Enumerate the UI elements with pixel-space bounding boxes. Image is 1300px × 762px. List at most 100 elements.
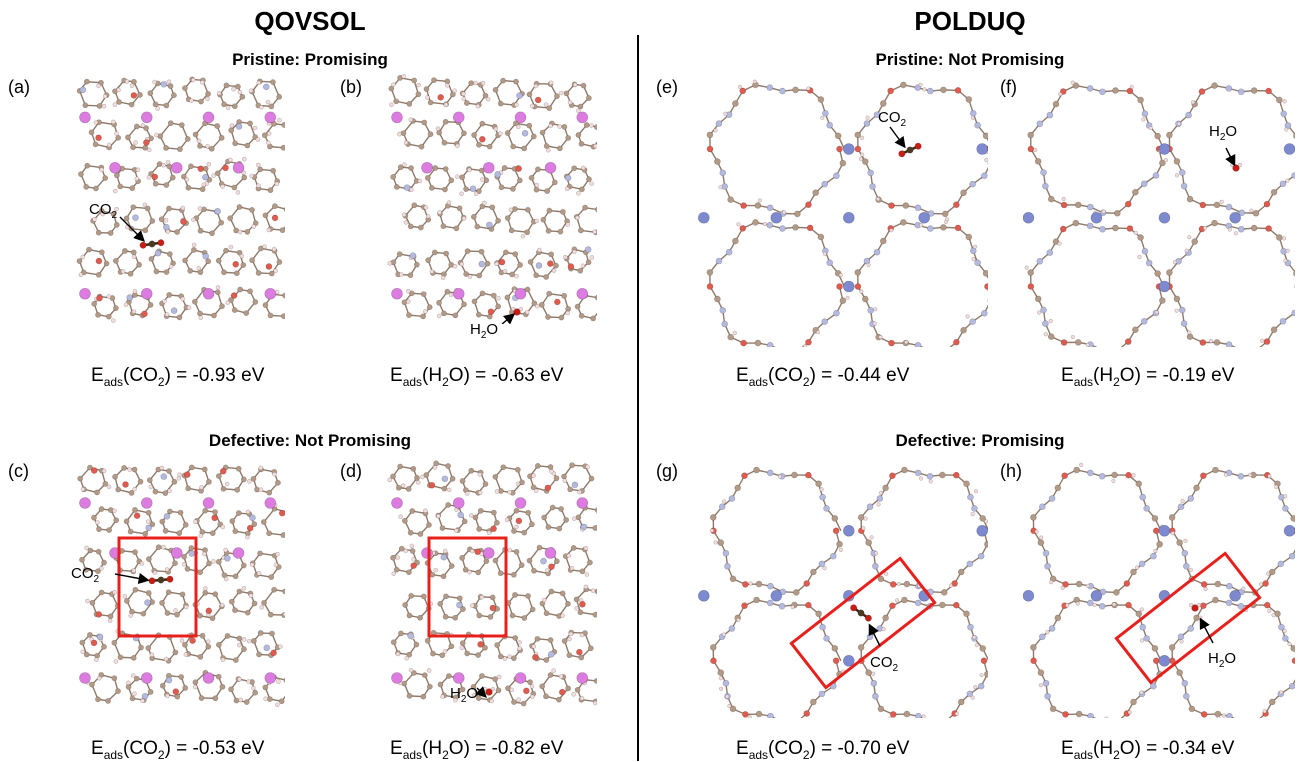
hydrogen-atom [487, 531, 491, 535]
carbon-atom [1050, 706, 1056, 712]
carbon-atom [581, 83, 586, 88]
adsorbate-hydrogen [1197, 603, 1201, 607]
hydrogen-atom [424, 205, 428, 209]
carbon-atom [549, 589, 554, 594]
hydrogen-atom [859, 157, 863, 161]
carbon-atom [441, 311, 446, 316]
hydrogen-atom [132, 310, 136, 314]
nitrogen-atom [1049, 626, 1055, 632]
nitrogen-atom [1099, 89, 1105, 95]
hydrogen-atom [143, 203, 147, 207]
carbon-atom [233, 529, 238, 534]
hydrogen-atom [1283, 100, 1287, 104]
hydrogen-atom [267, 228, 271, 232]
carbon-atom [96, 549, 101, 554]
oxygen-atom [96, 258, 102, 264]
hydrogen-atom [423, 309, 427, 313]
nitrogen-atom [830, 553, 836, 559]
carbon-atom [419, 144, 424, 149]
carbon-atom [406, 486, 411, 491]
hydrogen-atom [275, 182, 279, 186]
oxygen-atom [271, 650, 277, 656]
hydrogen-atom [1204, 587, 1208, 591]
nitrogen-atom [726, 249, 732, 255]
carbon-atom [900, 82, 906, 88]
carbon-atom [544, 274, 549, 279]
carbon-atom [237, 636, 242, 641]
carbon-atom [866, 540, 872, 546]
hydrogen-atom [1071, 81, 1075, 85]
oxygen-atom [516, 518, 522, 524]
carbon-atom [476, 652, 481, 657]
hydrogen-atom [724, 112, 728, 116]
hydrogen-atom [266, 100, 270, 104]
carbon-atom [418, 225, 423, 230]
carbon-atom [108, 614, 113, 619]
hydrogen-atom [495, 262, 499, 266]
oxygen-atom [1061, 202, 1067, 208]
hydrogen-atom [203, 587, 207, 591]
structure-svg [387, 72, 597, 324]
carbon-atom [559, 506, 564, 511]
hydrogen-atom [478, 491, 482, 495]
carbon-atom [422, 673, 427, 678]
nitrogen-atom [1045, 693, 1051, 699]
hydrogen-atom [102, 104, 106, 108]
carbon-atom [230, 518, 235, 523]
hydrogen-atom [211, 559, 215, 563]
hydrogen-atom [508, 655, 512, 659]
carbon-atom [904, 581, 910, 587]
nitrogen-atom [729, 626, 735, 632]
metal-atom [483, 548, 494, 559]
hydrogen-atom [1102, 210, 1106, 214]
hydrogen-atom [438, 210, 442, 214]
hydrogen-atom [1180, 640, 1184, 644]
hydrogen-atom [904, 340, 908, 344]
hydrogen-atom [181, 206, 185, 210]
oxygen-atom [272, 215, 278, 221]
carbon-atom [1030, 514, 1036, 520]
carbon-atom [112, 640, 117, 645]
carbon-atom [578, 228, 583, 233]
hydrogen-atom [890, 228, 894, 232]
hydrogen-atom [1286, 179, 1290, 183]
nitrogen-atom [970, 110, 976, 116]
hydrogen-atom [867, 263, 871, 267]
hydrogen-atom [758, 199, 762, 203]
hydrogen-atom [388, 478, 392, 482]
hydrogen-atom [584, 585, 588, 589]
structure-panel-c [75, 458, 285, 708]
hydrogen-atom [575, 607, 579, 611]
carbon-atom [1276, 97, 1282, 103]
carbon-atom [862, 296, 868, 302]
carbon-atom [200, 187, 205, 192]
carbon-atom [282, 122, 285, 127]
nitrogen-atom [1087, 204, 1093, 210]
carbon-atom [446, 463, 451, 468]
carbon-atom [160, 683, 165, 688]
hydrogen-atom [465, 491, 469, 495]
carbon-atom [96, 230, 101, 235]
nitrogen-atom [486, 222, 492, 228]
carbon-atom [268, 188, 273, 193]
carbon-atom [202, 467, 207, 472]
oxygen-atom [1125, 339, 1131, 345]
hydrogen-atom [406, 289, 410, 293]
carbon-atom [1114, 210, 1120, 216]
hydrogen-atom [955, 712, 959, 716]
carbon-atom [732, 101, 738, 107]
carbon-atom [182, 642, 187, 647]
hydrogen-atom [584, 546, 588, 550]
metal-atom [422, 548, 433, 559]
nitrogen-atom [978, 553, 984, 559]
carbon-atom [91, 515, 96, 520]
hydrogen-atom [569, 632, 573, 636]
hydrogen-atom [1049, 319, 1053, 323]
hydrogen-atom [971, 116, 975, 120]
carbon-atom [939, 602, 945, 608]
hydrogen-atom [253, 126, 257, 130]
carbon-atom [477, 273, 482, 278]
carbon-atom [900, 219, 906, 225]
carbon-atom [1053, 101, 1059, 107]
carbon-atom [472, 299, 477, 304]
